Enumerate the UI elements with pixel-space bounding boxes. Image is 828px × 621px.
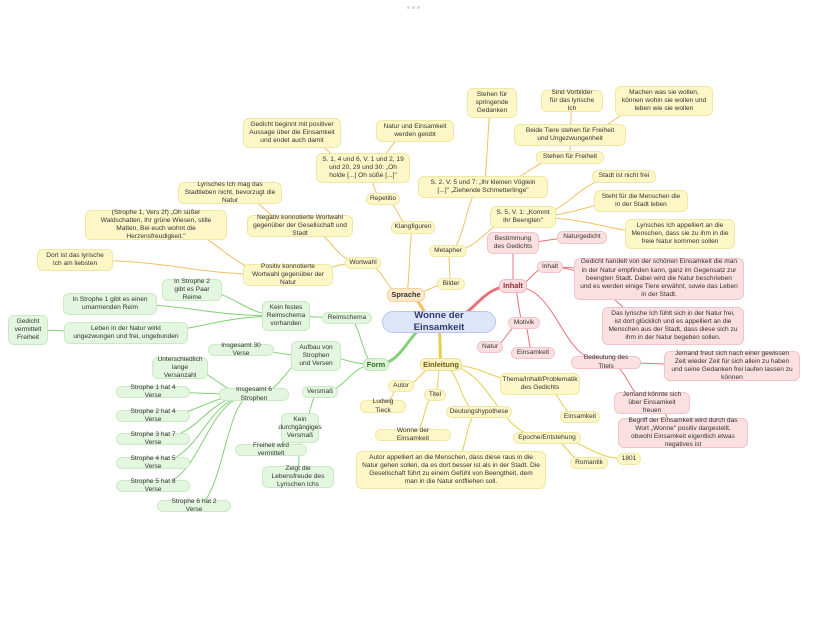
node-lyrisches-appelliert[interactable]: Lyrisches Ich appelliert an die Menschen… [625, 219, 735, 249]
node-inhalt-sub[interactable]: Inhalt [537, 261, 563, 273]
node-springende-gedanken[interactable]: Stehen für springende Gedanken [467, 88, 517, 118]
node-naturgedicht[interactable]: Naturgedicht [557, 231, 607, 244]
node-positiv-wortwahl[interactable]: Positiv konnotierte Wortwahl gegenüber d… [243, 263, 333, 286]
node-strophe-1[interactable]: Strophe 1 hat 4 Verse [116, 384, 190, 399]
node-epoche[interactable]: Epoche/Entstehung [513, 432, 581, 444]
node-kein-festes-reimschema[interactable]: Kein festes Reimschema vorhanden [262, 301, 310, 331]
node-gedicht-handelt[interactable]: Gedicht handelt von der schönen Einsamke… [574, 258, 744, 300]
node-motivik[interactable]: Motivik [508, 317, 540, 329]
node-strophe1-umarmend[interactable]: In Strophe 1 gibt es einen umarmenden Re… [63, 293, 157, 315]
node-jemand-konnte[interactable]: Jemand könnte sich über Einsamkeit freue… [614, 391, 690, 414]
node-lyrisches-ich-mag[interactable]: Lyrisches Ich mag das Stadtleben nicht, … [178, 181, 282, 204]
branch-inhalt[interactable]: Inhalt [499, 279, 527, 293]
node-bilder[interactable]: Bilder [437, 278, 465, 290]
node-bestimmung[interactable]: Bestimmung des Gedichts [487, 232, 539, 254]
node-kein-versmass[interactable]: Kein durchgängiges Versmaß [278, 413, 322, 443]
branch-einleitung[interactable]: Einleitung [420, 358, 462, 371]
node-stadt-nicht-frei[interactable]: Stadt ist nicht frei [592, 170, 656, 183]
node-leben-natur[interactable]: Leben in der Natur wirkt ungezwungen und… [64, 322, 188, 344]
node-strophe1-zitat[interactable]: (Strophe 1, Vers 2f) „Oh süßer Waldschat… [85, 209, 227, 240]
node-insgesamt-30-verse[interactable]: Insgesamt 30 Verse [208, 342, 274, 357]
node-metapher-voeglein[interactable]: S. 2. V. 5 und 7: „Ihr kleinen Vöglein [… [418, 176, 548, 198]
node-jemand-freut[interactable]: Jemand freut sich nach einer gewissen Ze… [664, 350, 800, 381]
node-freiheit-vermittelt[interactable]: Freiheit wird vermittelt [235, 442, 307, 457]
node-zeigt-lebensfreude[interactable]: Zeigt die Lebensfreude des Lyrischen Ich… [262, 465, 334, 488]
node-kommt-ihr-beengten[interactable]: S. 5, V. 1: „Kommt Ihr Beengten" [490, 206, 556, 228]
node-strophe2-paar[interactable]: In Strophe 2 gibt es Paar Reime [162, 278, 222, 301]
node-metapher[interactable]: Metapher [429, 245, 467, 257]
branch-sprache[interactable]: Sprache [387, 288, 425, 302]
node-wortwahl[interactable]: Wortwahl [345, 257, 381, 269]
node-romantik[interactable]: Romantik [570, 457, 608, 469]
node-repetitio[interactable]: Repetitio [366, 193, 400, 205]
node-thema[interactable]: Thema/Inhalt/Problematik des Gedichts [500, 373, 580, 395]
node-jahr-1801[interactable]: 1801 [617, 453, 641, 465]
window-handle-dots[interactable] [407, 6, 421, 10]
node-deutungshypothese[interactable]: Deutungshypothese [446, 406, 512, 418]
node-reimschema[interactable]: Reimschema [322, 312, 372, 324]
node-sind-vorbilder[interactable]: Sind Vorbilder für das lyrische Ich [541, 89, 603, 112]
node-ludwig-tieck[interactable]: Ludwig Tieck [360, 398, 406, 414]
node-strophe-4[interactable]: Strophe 4 hat 5 Verse [116, 455, 190, 470]
node-natur-gelobt[interactable]: Natur und Einsamkeit werden gelobt [376, 120, 454, 142]
central-topic[interactable]: Wonne der Einsamkeit [382, 310, 496, 333]
node-strophe-6[interactable]: Strophe 6 hat 2 Verse [157, 498, 231, 513]
node-aufbau[interactable]: Aufbau von Strophen und Versen [291, 341, 341, 371]
connector-n-sprache-s-klang [405, 227, 414, 296]
node-begriff-einsamkeit[interactable]: Begriff der Einsamkeit wird durch das Wo… [618, 417, 748, 448]
node-natur[interactable]: Natur [477, 341, 503, 353]
node-einsamkeit-motiv[interactable]: Einsamkeit [511, 347, 555, 359]
node-stehen-fuer-freiheit[interactable]: Stehen für Freiheit [536, 151, 604, 164]
node-machen-was[interactable]: Machen was sie wollen, können wohin sie … [615, 86, 713, 116]
node-negativ-wortwahl[interactable]: Negativ konnotierte Wortwahl gegenüber d… [247, 214, 353, 237]
node-autor[interactable]: Autor [388, 380, 414, 392]
node-bedeutung-titel[interactable]: Bedeutung des Titels [571, 354, 641, 370]
node-unterschiedlich-lang[interactable]: Unterschiedlich lange Versanzahl [152, 356, 208, 379]
branch-form[interactable]: Form [363, 358, 389, 371]
node-klangfiguren[interactable]: Klangfiguren [391, 221, 435, 234]
node-strophe-2[interactable]: Strophe 2 hat 4 Verse [116, 408, 190, 423]
node-lyrische-ich-fuehlt[interactable]: Das lyrische Ich fühlt sich in der Natur… [602, 307, 744, 345]
node-titel-wonne[interactable]: Wonne der Einsamkeit [375, 427, 451, 442]
node-strophe-3[interactable]: Strophe 3 hat 7 Verse [116, 431, 190, 446]
node-insgesamt-6-strophen[interactable]: Insgesamt 6 Strophen [219, 386, 289, 402]
node-beide-tiere[interactable]: Beide Tiere stehen für Freiheit und Unge… [514, 124, 626, 146]
node-dort-liebsten[interactable]: Dort ist das lyrische Ich am liebsten [37, 249, 113, 271]
node-steht-fuer-menschen[interactable]: Steht für die Menschen die in der Stadt … [594, 190, 688, 212]
node-deutung-text[interactable]: Autor appelliert an die Menschen, dass d… [356, 451, 546, 489]
node-titel[interactable]: Titel [424, 389, 446, 401]
node-versmass[interactable]: Versmaß [302, 386, 338, 398]
node-strophe-5[interactable]: Strophe 5 hat 8 Verse [116, 478, 190, 493]
node-repetitio-example[interactable]: S. 1, 4 und 6, V. 1 und 2, 19 und 20, 29… [316, 153, 410, 183]
node-einsamkeit-thema[interactable]: Einsamkeit [560, 411, 600, 423]
connector-n-einleitung-e-deutung [440, 364, 480, 413]
node-gedicht-beginnt[interactable]: Gedicht beginnt mit positiver Aussage üb… [243, 118, 341, 148]
node-gedicht-vermittelt-freiheit[interactable]: Gedicht vermittelt Freiheit [8, 315, 48, 345]
